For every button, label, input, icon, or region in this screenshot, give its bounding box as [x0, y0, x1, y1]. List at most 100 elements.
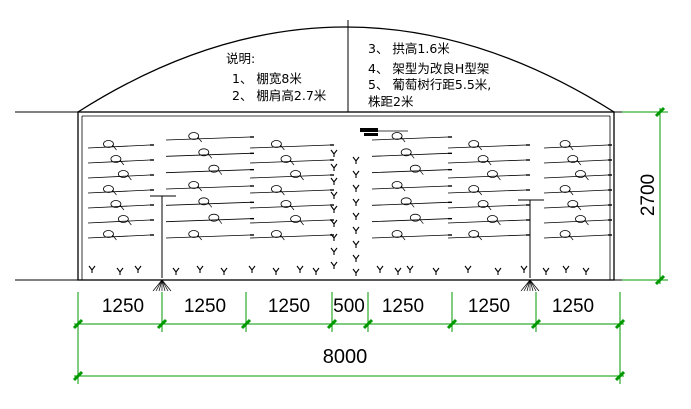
dimension-label-total: 8000 — [322, 346, 368, 368]
grape-cluster — [575, 215, 586, 223]
grape-cluster — [103, 230, 114, 238]
seedling — [352, 240, 360, 248]
vine-cane — [447, 219, 527, 224]
seedling — [562, 265, 570, 273]
seedling — [330, 219, 338, 227]
root-line — [529, 279, 534, 292]
dimension-label-segment: 1250 — [467, 296, 511, 317]
root-line — [523, 279, 531, 292]
grape-cluster — [468, 140, 480, 148]
leaf-stem — [576, 204, 582, 211]
seedling — [330, 233, 338, 241]
note-item: 1、 棚宽8米 — [232, 71, 302, 86]
dimension-tick — [530, 318, 542, 330]
hanger-marker — [364, 133, 378, 136]
grape-cluster — [575, 170, 586, 178]
dimension-label-segment: 1250 — [101, 296, 145, 317]
leaf-stem — [400, 185, 406, 192]
leaf-stem — [197, 136, 202, 143]
leaf-stem — [112, 144, 117, 151]
leaf-stem — [112, 189, 117, 196]
seedling — [220, 267, 228, 275]
seedling — [196, 265, 204, 273]
vine-cane — [371, 136, 449, 141]
vine-cane — [447, 234, 527, 239]
seedling — [272, 267, 280, 275]
grape-cluster — [110, 155, 122, 163]
vine-trellis — [87, 132, 612, 292]
seedling — [464, 265, 472, 273]
root-line — [161, 279, 166, 292]
seedling — [352, 198, 360, 206]
leaf-stem — [207, 153, 213, 159]
seedling — [520, 265, 528, 273]
grape-cluster — [208, 164, 220, 173]
vine-cane — [543, 174, 609, 179]
seedling — [330, 177, 338, 185]
seedling — [352, 212, 360, 220]
note-item: 2、 棚肩高2.7米 — [232, 88, 327, 103]
grape-cluster — [280, 200, 292, 208]
dimension-label-height: 2700 — [638, 173, 659, 217]
vine-cane — [543, 189, 609, 194]
notes-heading: 说明: — [226, 51, 256, 66]
root-line — [526, 279, 531, 292]
vine-cane — [447, 144, 527, 149]
grape-cluster — [270, 140, 282, 148]
leaf-stem — [217, 169, 223, 175]
seedling — [494, 267, 502, 275]
dimension-label-segment: 500 — [333, 296, 365, 317]
leaf-stem — [486, 159, 492, 166]
vine-cane — [87, 219, 151, 224]
leaf-stem — [207, 202, 213, 208]
dimension-tick — [614, 370, 626, 382]
seedling — [88, 265, 96, 273]
vine-cane — [165, 201, 251, 206]
leaf-stem — [584, 174, 589, 181]
vine-cane — [543, 144, 609, 149]
leaf-stem — [280, 189, 285, 196]
leaf-stem — [568, 189, 574, 196]
note-item: 株距2米 — [368, 94, 414, 109]
dimension-tick — [156, 318, 168, 330]
seedling — [352, 268, 360, 276]
leaf-stem — [289, 159, 295, 166]
grape-cluster — [477, 155, 489, 163]
leaf-stem — [127, 219, 132, 226]
seedling — [248, 265, 256, 273]
note-item: 5、 葡萄树行距5.5米, — [368, 77, 492, 92]
seedling — [330, 205, 338, 213]
vine-cane — [87, 189, 151, 194]
seedling — [330, 261, 338, 269]
grape-cluster — [468, 230, 480, 238]
leaf-stem — [477, 189, 483, 196]
seedling — [134, 265, 142, 273]
seedling — [352, 226, 360, 234]
dimension-tick — [446, 318, 458, 330]
seedling — [406, 265, 414, 273]
leaf-stem — [280, 144, 285, 151]
vine-cane — [87, 159, 151, 164]
grape-cluster — [280, 155, 292, 163]
grape-cluster — [391, 132, 403, 140]
vine-cane — [447, 189, 527, 194]
grape-cluster — [409, 164, 421, 173]
dimension-tick — [362, 318, 374, 330]
grape-cluster — [567, 200, 579, 208]
seedling — [330, 163, 338, 171]
grape-cluster — [290, 215, 302, 223]
leaf-stem — [197, 234, 202, 241]
root-line — [161, 279, 169, 292]
grape-cluster — [290, 170, 302, 178]
dimension-label-segment: 1250 — [183, 296, 227, 317]
grape-cluster — [487, 215, 498, 223]
vine-cane — [447, 174, 527, 179]
leaf-stem — [409, 202, 415, 208]
vine-cane — [165, 234, 251, 239]
grape-cluster — [559, 185, 571, 193]
seedling — [542, 267, 550, 275]
grape-cluster — [198, 197, 210, 206]
leaf-stem — [496, 174, 501, 181]
seedling — [582, 267, 590, 275]
note-item: 3、 拱高1.6米 — [368, 41, 450, 56]
